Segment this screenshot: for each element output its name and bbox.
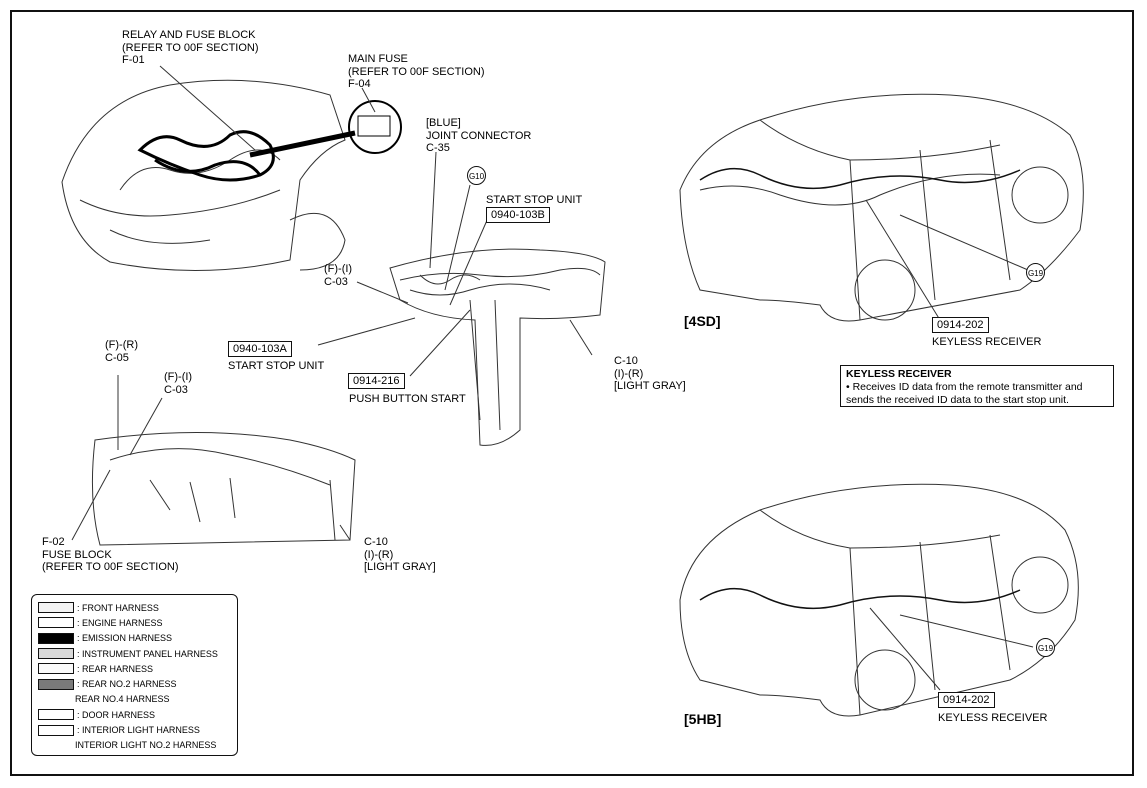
legend-swatch xyxy=(38,678,74,690)
legend-row: INTERIOR LIGHT NO.2 HARNESS xyxy=(38,738,231,753)
hatchback-drawing xyxy=(679,483,1079,717)
lower-dash-drawing xyxy=(91,432,356,546)
legend-swatch xyxy=(38,709,74,721)
hatchback-tag: [5HB] xyxy=(684,711,722,727)
legend-swatch xyxy=(38,695,72,704)
legend-row: REAR NO.4 HARNESS xyxy=(38,692,231,707)
legend-swatch xyxy=(38,741,72,750)
push-button-label: PUSH BUTTON START xyxy=(349,393,466,405)
sedan-drawing xyxy=(679,93,1084,322)
c10-bottom-label: C-10 (I)-(R) [LIGHT GRAY] xyxy=(364,536,436,573)
relay-fuse-block-label: RELAY AND FUSE BLOCK (REFER TO 00F SECTI… xyxy=(122,29,259,66)
keyless-label-sd: KEYLESS RECEIVER xyxy=(932,336,1042,348)
legend-row: : INTERIOR LIGHT HARNESS xyxy=(38,722,231,737)
keyless-note-box: KEYLESS RECEIVER • Receives ID data from… xyxy=(840,365,1114,407)
diagram-frame xyxy=(10,10,1134,776)
keyless-note-line: sends the received ID data to the start … xyxy=(846,394,1069,406)
legend-swatch xyxy=(38,648,74,660)
fr-c05-label: (F)-(R) C-05 xyxy=(105,339,138,364)
legend-row: : REAR NO.2 HARNESS xyxy=(38,676,231,691)
legend-swatch xyxy=(38,632,74,644)
keyless-note-line: • Receives ID data from the remote trans… xyxy=(846,381,1083,393)
sedan-tag: [4SD] xyxy=(684,313,721,329)
start-stop-unit-bottom-code: 0940-103A xyxy=(228,341,292,357)
fuse-block-label: F-02 FUSE BLOCK (REFER TO 00F SECTION) xyxy=(42,536,179,573)
legend-row: : ENGINE HARNESS xyxy=(38,615,231,630)
legend-swatch xyxy=(38,724,74,736)
fi-c03-top-label: (F)-(I) C-03 xyxy=(324,263,353,288)
ground-g10-icon: G10 xyxy=(467,166,486,185)
fi-c03-left-label: (F)-(I) C-03 xyxy=(164,371,193,396)
legend-swatch xyxy=(38,602,74,614)
legend-swatch xyxy=(38,663,74,675)
legend-row: : REAR HARNESS xyxy=(38,661,231,676)
legend-row: : INSTRUMENT PANEL HARNESS xyxy=(38,646,231,661)
start-stop-unit-top-code: 0940-103B xyxy=(486,207,550,223)
keyless-code-sd: 0914-202 xyxy=(932,317,989,333)
legend-row: : DOOR HARNESS xyxy=(38,707,231,722)
ground-g19-hb-icon: G19 xyxy=(1036,638,1055,657)
c10-top-label: C-10 (I)-(R) [LIGHT GRAY] xyxy=(614,355,686,392)
legend-row: : EMISSION HARNESS xyxy=(38,631,231,646)
keyless-label-hb: KEYLESS RECEIVER xyxy=(938,712,1048,724)
engine-bay-drawing xyxy=(61,79,346,271)
instrument-panel-drawing xyxy=(389,248,606,446)
keyless-code-hb: 0914-202 xyxy=(938,692,995,708)
start-stop-unit-top-label: START STOP UNIT xyxy=(486,194,583,206)
main-fuse-label: MAIN FUSE (REFER TO 00F SECTION) F-04 xyxy=(348,53,485,90)
harness-legend: : FRONT HARNESS : ENGINE HARNESS : EMISS… xyxy=(31,594,238,756)
legend-row: : FRONT HARNESS xyxy=(38,600,231,615)
start-stop-unit-bottom-label: START STOP UNIT xyxy=(228,360,325,372)
joint-connector-label: [BLUE] JOINT CONNECTOR C-35 xyxy=(426,117,532,154)
ground-g19-sd-icon: G19 xyxy=(1026,263,1045,282)
legend-swatch xyxy=(38,617,74,629)
keyless-note-title: KEYLESS RECEIVER xyxy=(846,368,952,380)
push-button-code: 0914-216 xyxy=(348,373,405,389)
